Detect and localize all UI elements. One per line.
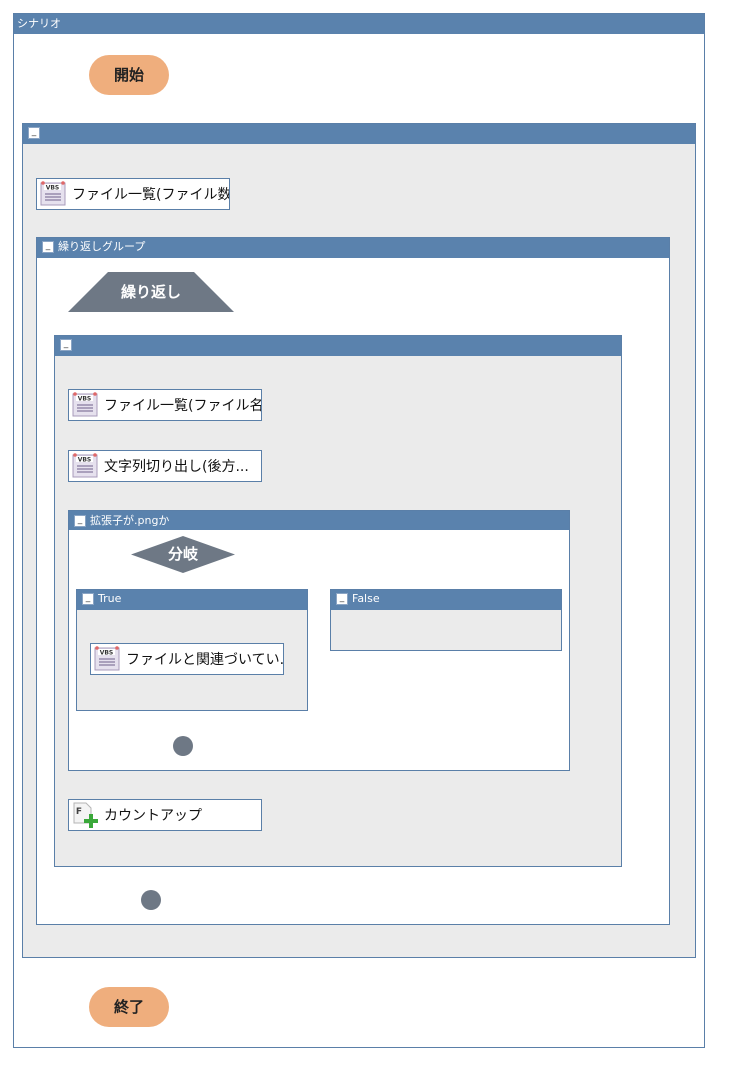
loop-group-header: _ 繰り返しグループ (37, 238, 669, 258)
collapse-button[interactable]: _ (336, 593, 348, 605)
svg-text:VBS: VBS (46, 185, 60, 192)
vbs-script-icon: VBS (72, 453, 98, 478)
false-group: _ False (330, 589, 562, 651)
action-count-up[interactable]: F カウントアップ (68, 799, 262, 831)
branch-label: 分岐 (167, 545, 198, 563)
action-file-list-name[interactable]: VBS ファイル一覧(ファイル名... (68, 389, 262, 421)
scenario-title: シナリオ (17, 17, 61, 30)
vbs-script-icon: VBS (72, 392, 98, 417)
true-group-title: True (98, 592, 122, 605)
svg-text:VBS: VBS (78, 396, 92, 403)
start-node[interactable]: 開始 (89, 55, 169, 95)
ext-group-header: _ 拡張子が.pngか (69, 511, 569, 530)
branch-merge-node[interactable] (173, 736, 193, 756)
ext-group-title: 拡張子が.pngか (90, 514, 170, 527)
action-label: カウントアップ (104, 808, 202, 824)
scenario-header: シナリオ (14, 14, 704, 34)
end-node[interactable]: 終了 (89, 987, 169, 1027)
loop-label: 繰り返し (120, 283, 181, 301)
formula-plus-icon: F (73, 802, 98, 828)
end-label: 終了 (113, 998, 144, 1016)
action-label: ファイルと関連づいてい... (126, 652, 284, 668)
action-label: ファイル一覧(ファイル名... (104, 398, 262, 414)
false-group-title: False (352, 592, 380, 605)
collapse-button[interactable]: _ (28, 127, 40, 139)
false-group-header: _ False (331, 590, 561, 610)
vbs-script-icon: VBS (40, 181, 66, 206)
svg-text:VBS: VBS (100, 650, 114, 657)
action-open-related[interactable]: VBS ファイルと関連づいてい... (90, 643, 284, 675)
collapse-button[interactable]: _ (60, 339, 72, 351)
start-label: 開始 (113, 66, 144, 84)
inner-group-header: _ (55, 336, 621, 356)
collapse-button[interactable]: _ (74, 515, 86, 527)
loop-end-node[interactable] (141, 890, 161, 910)
action-file-list-count[interactable]: VBS ファイル一覧(ファイル数... (36, 178, 230, 210)
svg-text:VBS: VBS (78, 457, 92, 464)
branch-node[interactable] (131, 536, 235, 573)
true-group-header: _ True (77, 590, 307, 610)
collapse-button[interactable]: _ (42, 241, 54, 253)
action-label: ファイル一覧(ファイル数... (72, 187, 230, 203)
action-substring[interactable]: VBS 文字列切り出し(後方... (68, 450, 262, 482)
loop-node[interactable] (68, 272, 234, 312)
action-label: 文字列切り出し(後方... (104, 459, 249, 475)
loop-group-title: 繰り返しグループ (58, 240, 146, 253)
collapse-button[interactable]: _ (82, 593, 94, 605)
svg-text:F: F (76, 807, 82, 817)
outer-group-header: _ (23, 124, 695, 144)
vbs-script-icon: VBS (94, 646, 120, 671)
